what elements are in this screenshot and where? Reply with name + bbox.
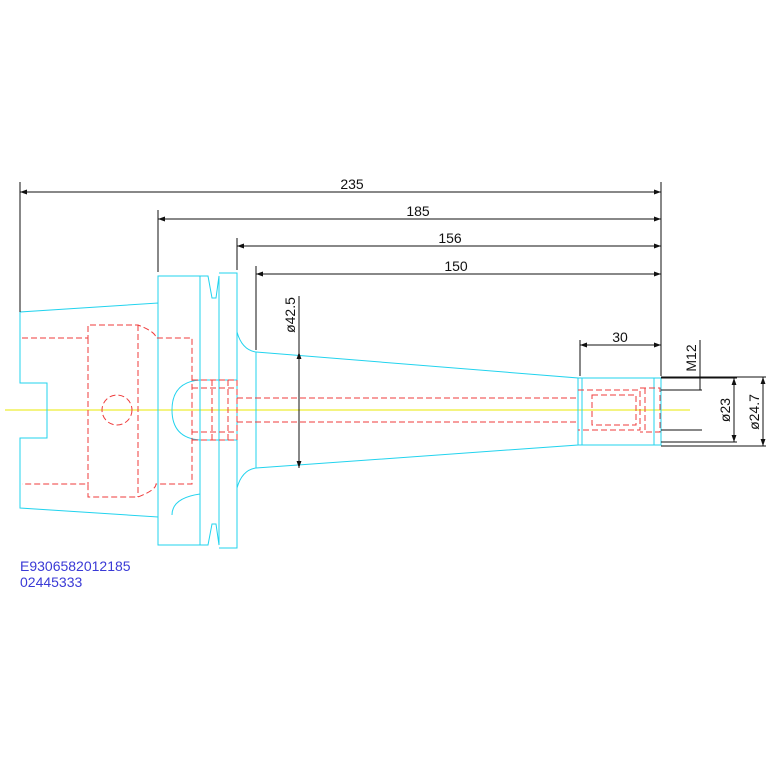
thread-bore [578, 389, 641, 431]
dim-dia-42-5-label: ø42.5 [282, 297, 298, 333]
dim-m12-label: M12 [683, 344, 699, 371]
extension-taper [255, 351, 579, 469]
dim-185-label: 185 [406, 203, 430, 219]
dimension-lines [19, 182, 766, 468]
nose-counterbore [640, 387, 661, 433]
drive-slot [171, 493, 201, 516]
hidden-lines [22, 324, 661, 498]
dim-150-label: 150 [444, 258, 468, 274]
thread-relief [591, 394, 637, 426]
dim-dia-24-7-label: ø24.7 [746, 394, 762, 430]
part-code-line2: 02445333 [20, 574, 83, 590]
bore-cup [171, 379, 201, 441]
dim-30-label: 30 [612, 329, 628, 345]
nose [578, 377, 662, 446]
part-code-line1: E9306582012185 [20, 558, 131, 574]
shoulder [236, 331, 257, 489]
pull-stud-bore [22, 324, 193, 498]
v-groove [200, 275, 220, 546]
dim-235-label: 235 [340, 176, 364, 192]
cross-hole [101, 394, 133, 426]
inner-sleeve [192, 379, 238, 441]
dim-156-label: 156 [438, 230, 462, 246]
dim-dia-23-label: ø23 [717, 398, 733, 422]
